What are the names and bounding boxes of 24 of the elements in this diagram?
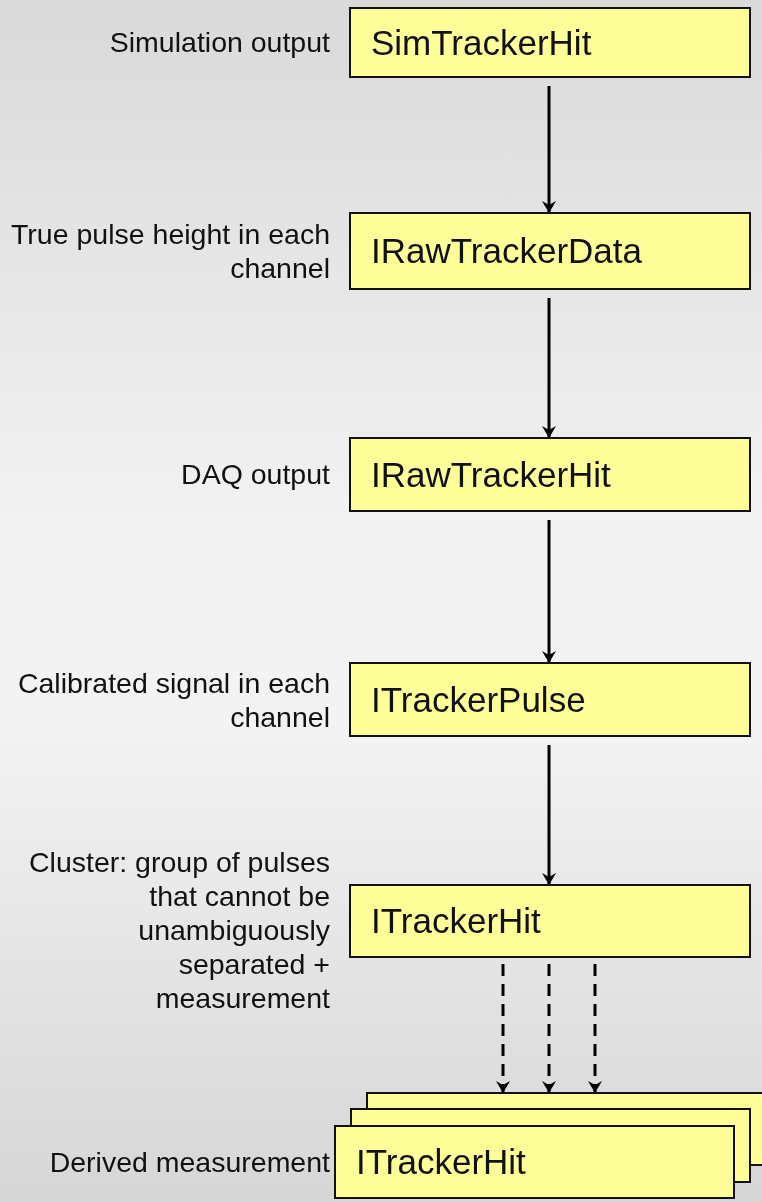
box-label: ITrackerHit (356, 1142, 526, 1182)
box-label: ITrackerPulse (371, 679, 586, 720)
arrow (588, 964, 602, 1093)
box-label: SimTrackerHit (371, 22, 592, 63)
arrow (542, 298, 556, 438)
process-box (349, 884, 751, 958)
description-text: True pulse height in each channel (10, 217, 330, 285)
description-text: Simulation output (109, 25, 330, 59)
arrow (542, 745, 556, 885)
arrow (542, 964, 556, 1093)
arrow (542, 86, 556, 213)
description-text: Derived measurement (49, 1145, 330, 1179)
box-label: IRawTrackerData (371, 231, 642, 271)
process-box (349, 212, 751, 290)
process-box (349, 7, 751, 78)
description-text: DAQ output (181, 457, 330, 491)
description-text: Cluster: group of pulses that cannot be unambiguously separated + measurement (28, 845, 330, 1015)
process-box (349, 437, 751, 512)
box-label: ITrackerHit (371, 901, 541, 941)
box-label: IRawTrackerHit (371, 454, 611, 495)
description-text: Calibrated signal in each channel (16, 666, 330, 734)
arrow (496, 964, 510, 1093)
process-box (349, 662, 751, 737)
arrow (542, 520, 556, 663)
